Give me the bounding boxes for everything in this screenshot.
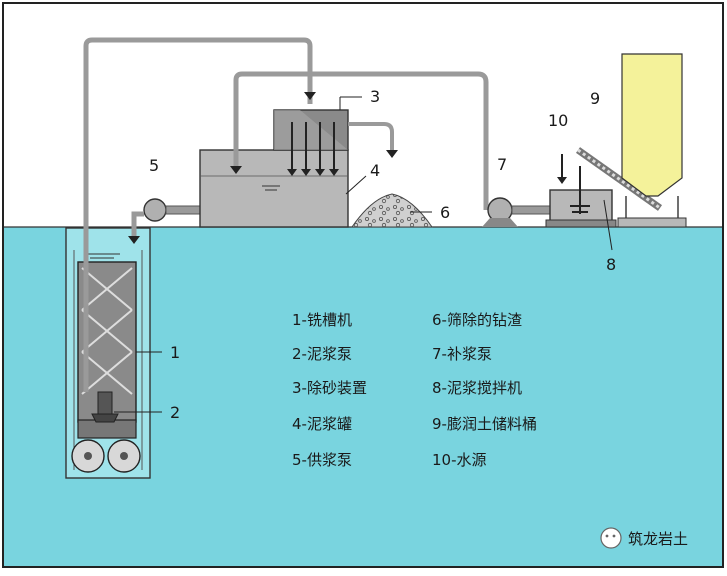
callout-1: 1 xyxy=(170,343,180,362)
watermark: 筑龙岩土 xyxy=(600,527,688,549)
legend-item: 6-筛除的钻渣 xyxy=(432,311,522,329)
suction-pipe xyxy=(83,37,313,392)
callout-4: 4 xyxy=(370,161,380,180)
legend-item: 2-泥浆泵 xyxy=(292,345,352,363)
leader-8 xyxy=(603,199,613,251)
callout-8: 8 xyxy=(606,255,616,274)
screw-conveyor xyxy=(575,147,663,211)
legend-item: 7-补浆泵 xyxy=(432,345,492,363)
legend-item: 1-铣槽机 xyxy=(292,311,352,329)
wechat-icon xyxy=(600,527,622,549)
legend-item: 8-泥浆搅拌机 xyxy=(432,379,522,397)
return-pipe xyxy=(233,71,489,210)
legend-item: 4-泥浆罐 xyxy=(292,415,352,433)
watermark-text: 筑龙岩土 xyxy=(628,530,688,548)
callout-10: 10 xyxy=(548,111,568,130)
slurry-mixer xyxy=(545,154,617,228)
legend: 1-铣槽机 2-泥浆泵 3-除砂装置 4-泥浆罐 5-供浆泵 6-筛除的钻渣 7… xyxy=(292,311,537,469)
callout-6: 6 xyxy=(440,203,450,222)
callout-9: 9 xyxy=(590,89,600,108)
mud-pump xyxy=(91,391,119,423)
screened-cuttings-pile xyxy=(351,193,433,228)
leader-4 xyxy=(345,175,367,195)
slurry-tank xyxy=(199,149,349,228)
desander xyxy=(273,109,398,176)
legend-item: 5-供浆泵 xyxy=(292,451,352,469)
callout-5: 5 xyxy=(149,156,159,175)
callout-3: 3 xyxy=(370,87,380,106)
legend-item: 9-膨润土储料桶 xyxy=(432,415,537,433)
legend-item: 3-除砂装置 xyxy=(292,379,367,397)
legend-item: 10-水源 xyxy=(432,451,487,469)
callout-7: 7 xyxy=(497,155,507,174)
makeup-pump xyxy=(482,197,551,227)
bentonite-silo xyxy=(617,53,687,228)
callout-2: 2 xyxy=(170,403,180,422)
